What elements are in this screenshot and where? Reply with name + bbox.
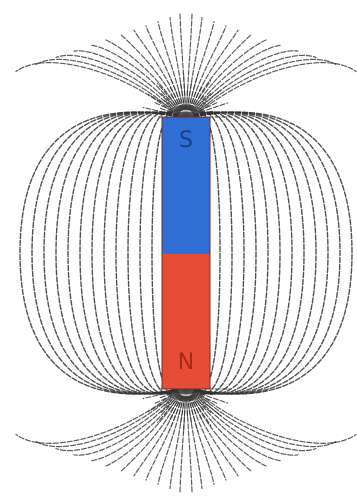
field-line bbox=[16, 389, 178, 443]
field-line bbox=[195, 63, 357, 117]
bar-magnet: S N bbox=[162, 117, 210, 389]
field-line bbox=[194, 112, 328, 394]
field-line bbox=[36, 59, 179, 117]
field-line bbox=[194, 112, 316, 394]
field-line bbox=[194, 59, 337, 117]
field-line bbox=[56, 112, 178, 394]
field-line bbox=[194, 389, 337, 447]
field-line bbox=[16, 63, 178, 117]
south-pole-label: S bbox=[179, 128, 193, 153]
field-line bbox=[36, 389, 179, 447]
north-pole-label: N bbox=[178, 350, 194, 375]
field-line bbox=[195, 389, 357, 443]
field-line bbox=[44, 112, 178, 394]
